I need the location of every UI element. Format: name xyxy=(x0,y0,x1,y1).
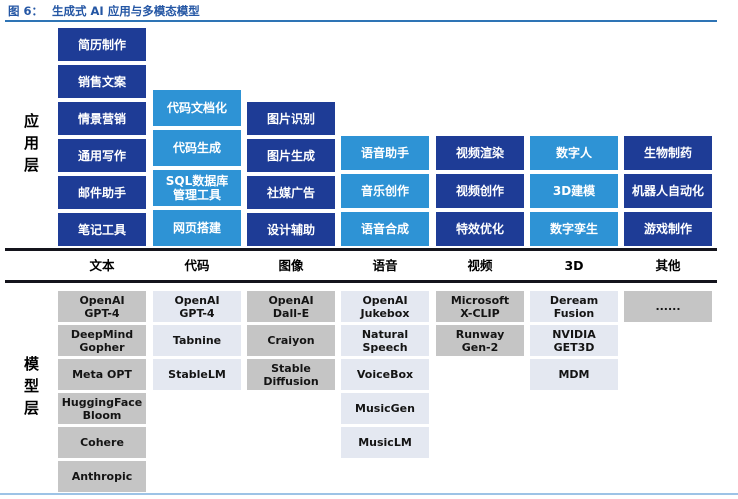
model-box: Cohere xyxy=(58,427,146,458)
model-box: OpenAI Dall-E xyxy=(247,291,335,322)
app-box: 代码生成 xyxy=(153,130,241,166)
model-box: NVIDIA GET3D xyxy=(530,325,618,356)
model-box: StableLM xyxy=(153,359,241,390)
app-box: 代码文档化 xyxy=(153,90,241,126)
model-box: VoiceBox xyxy=(341,359,429,390)
model-box: Anthropic xyxy=(58,461,146,492)
app-box: 机器人自动化 xyxy=(624,174,712,208)
app-box: 视频创作 xyxy=(436,174,524,208)
model-box: Natural Speech xyxy=(341,325,429,356)
title-underline xyxy=(5,20,717,22)
figure-number-label: 图 6： xyxy=(8,4,44,18)
footer-rule xyxy=(0,493,738,495)
app-box: 社媒广告 xyxy=(247,176,335,209)
app-box: 网页搭建 xyxy=(153,210,241,246)
model-box: Runway Gen-2 xyxy=(436,325,524,356)
app-box: 3D建模 xyxy=(530,174,618,208)
model-box: ...... xyxy=(624,291,712,322)
app-column-5: 视频渲染视频创作特效优化 xyxy=(436,26,524,246)
category-label: 其他 xyxy=(655,258,681,273)
app-box: 音乐创作 xyxy=(341,174,429,208)
app-column-4: 语音助手音乐创作语音合成 xyxy=(341,26,429,246)
model-box: MDM xyxy=(530,359,618,390)
model-layer-label: 模型层 xyxy=(22,356,40,422)
divider-line-top xyxy=(5,248,717,251)
application-layer-label: 应用层 xyxy=(22,113,40,179)
app-column-7: 生物制药机器人自动化游戏制作 xyxy=(624,26,712,246)
figure-title-text: 生成式 AI 应用与多模态模型 xyxy=(52,4,200,18)
app-box: 特效优化 xyxy=(436,212,524,246)
model-box: Meta OPT xyxy=(58,359,146,390)
figure-title: 图 6： 生成式 AI 应用与多模态模型 xyxy=(8,3,200,19)
app-box: 销售文案 xyxy=(58,65,146,98)
category-label: 文本 xyxy=(89,258,115,273)
category-label: 语音 xyxy=(372,258,398,273)
category-label: 代码 xyxy=(184,258,210,273)
category-header-row: 文本 代码 图像 语音 视频 3D 其他 xyxy=(0,251,738,280)
model-box: HuggingFace Bloom xyxy=(58,393,146,424)
app-box: 语音合成 xyxy=(341,212,429,246)
app-box: 通用写作 xyxy=(58,139,146,172)
app-column-2: 代码文档化代码生成 SQL数据库 管理工具网页搭建 xyxy=(153,26,241,246)
category-label: 图像 xyxy=(278,258,304,273)
app-box: SQL数据库 管理工具 xyxy=(153,170,241,206)
model-box: Tabnine xyxy=(153,325,241,356)
app-box: 视频渲染 xyxy=(436,136,524,170)
model-box: OpenAI Jukebox xyxy=(341,291,429,322)
app-column-1: 简历制作销售文案情景营销通用写作邮件助手笔记工具 xyxy=(58,26,146,246)
app-box: 数字孪生 xyxy=(530,212,618,246)
app-box: 设计辅助 xyxy=(247,213,335,246)
app-box: 简历制作 xyxy=(58,28,146,61)
model-box: OpenAI GPT-4 xyxy=(58,291,146,322)
app-column-3: 图片识别图片生成社媒广告设计辅助 xyxy=(247,26,335,246)
app-column-6: 数字人 3D建模数字孪生 xyxy=(530,26,618,246)
app-box: 情景营销 xyxy=(58,102,146,135)
model-box: OpenAI GPT-4 xyxy=(153,291,241,322)
model-box: Deream Fusion xyxy=(530,291,618,322)
category-label: 视频 xyxy=(467,258,493,273)
model-column-7: ...... xyxy=(624,291,712,496)
model-box: Microsoft X-CLIP xyxy=(436,291,524,322)
model-box: MusicGen xyxy=(341,393,429,424)
divider-line-bottom xyxy=(5,280,717,283)
model-box: Craiyon xyxy=(247,325,335,356)
app-box: 数字人 xyxy=(530,136,618,170)
app-box: 图片识别 xyxy=(247,102,335,135)
app-box: 笔记工具 xyxy=(58,213,146,246)
model-box: MusicLM xyxy=(341,427,429,458)
app-box: 语音助手 xyxy=(341,136,429,170)
model-box: Stable Diffusion xyxy=(247,359,335,390)
app-box: 生物制药 xyxy=(624,136,712,170)
app-box: 邮件助手 xyxy=(58,176,146,209)
model-box: DeepMind Gopher xyxy=(58,325,146,356)
app-box: 游戏制作 xyxy=(624,212,712,246)
category-label: 3D xyxy=(564,258,584,273)
app-box: 图片生成 xyxy=(247,139,335,172)
